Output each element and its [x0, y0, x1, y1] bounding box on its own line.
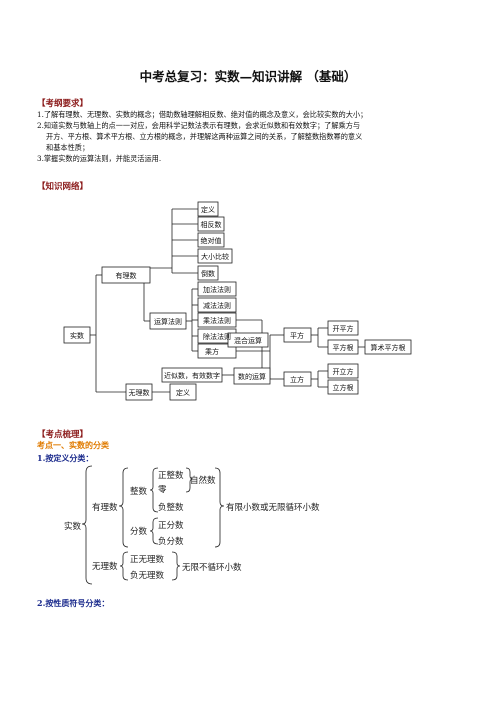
node-operation-rules-box: [149, 312, 187, 330]
requirement-line-2: 2.知道实数与数轴上的点一一对应，会用科学记数法表示有理数，会求近似数和有效数字…: [37, 121, 361, 130]
node-def: 定义: [201, 205, 215, 214]
node-sq-root-box: [327, 339, 359, 355]
node-def-box: [197, 201, 219, 217]
cls-pos-irr: 正无理数: [130, 554, 165, 565]
node-rational: 有理数: [116, 271, 137, 280]
cls-neg-int: 负整数: [158, 502, 184, 513]
requirement-line-4: 和基本性质；: [46, 143, 90, 152]
node-approx: 近似数，有效数字: [164, 371, 220, 380]
cls-nonrepeat-note: 无限不循环小数: [182, 562, 242, 573]
node-sub-box: [197, 297, 237, 313]
node-cube-root: 立方根: [333, 383, 354, 392]
cls-neg-frac: 负分数: [158, 536, 184, 547]
requirements-list: 1.了解有理数、无理数、实数的概念；借助数轴理解相反数、绝对值的概念及意义，会比…: [37, 109, 367, 164]
node-add: 加法法则: [203, 285, 231, 294]
node-operation-box: [233, 367, 271, 385]
node-approx-box: [161, 367, 223, 383]
node-square: 平方: [290, 331, 304, 340]
node-cube-root-box: [327, 379, 359, 395]
cls-pos-int: 正整数: [158, 470, 184, 481]
node-sqrt-box: [327, 320, 359, 336]
node-operation: 数的运算: [238, 372, 266, 381]
node-cbrt-box: [327, 363, 359, 379]
node-absolute: 绝对值: [201, 236, 222, 245]
node-opposite: 相反数: [201, 220, 222, 229]
node-square-box: [283, 327, 312, 343]
cls-integer: 整数: [130, 486, 148, 497]
node-power: 乘方: [205, 347, 219, 356]
node-real-box: [63, 326, 91, 344]
node-compare-box: [197, 248, 233, 264]
node-cube: 立方: [290, 375, 304, 384]
node-operation-rules: 运算法则: [154, 317, 182, 326]
node-reciprocal: 倒数: [201, 269, 215, 278]
node-sq-root: 平方根: [333, 343, 354, 352]
cls-zero: 零: [158, 485, 167, 495]
network-heading: 【知识网络】: [37, 182, 89, 192]
review-heading: 【考点梳理】: [37, 430, 89, 440]
cls-natural: 自然数: [190, 475, 216, 486]
page-title: 中考总复习：实数—知识讲解 （基础）: [139, 69, 357, 84]
node-mixed: 混合运算: [234, 336, 262, 345]
node-absolute-box: [197, 232, 225, 248]
cls-irrational: 无理数: [92, 561, 118, 572]
classification-diagram: 实数 有理数 整数 正整数 零 负整数 自然数 分数 正分数 负分数 有限小数或…: [64, 465, 320, 585]
node-mul: 乘法法则: [203, 316, 231, 325]
cls-finite-note: 有限小数或无限循环小数: [226, 502, 320, 513]
node-reciprocal-box: [197, 265, 219, 281]
node-add-box: [197, 281, 237, 297]
node-rational-box: [101, 266, 151, 284]
node-mul-box: [197, 312, 237, 328]
requirement-line-3: 开方、平方根、算术平方根、立方根的概念，并理解这两种运算之间的关系，了解整数指数…: [46, 132, 363, 141]
node-real: 实数: [70, 331, 84, 340]
point-1-heading: 考点一、实数的分类: [37, 440, 109, 450]
node-sqrt: 开平方: [333, 324, 354, 333]
cls-rational: 有理数: [92, 502, 118, 513]
requirement-line-1: 1.了解有理数、无理数、实数的概念；借助数轴理解相反数、绝对值的概念及意义，会比…: [37, 110, 368, 119]
cls-fraction: 分数: [130, 526, 148, 537]
node-arith-root-box: [364, 339, 412, 355]
node-irrational-box: [125, 383, 153, 401]
cls-neg-irr: 负无理数: [130, 570, 165, 581]
node-mixed-box: [227, 332, 269, 348]
node-div: 除法法则: [203, 332, 231, 341]
cls-real: 实数: [64, 521, 82, 532]
node-arith-root: 算术平方根: [371, 343, 406, 352]
knowledge-network-diagram: 实数 有理数 无理数 定义 定义 相反数 绝对值 大小比较 倒数 运算法则 加法…: [63, 201, 412, 401]
node-power-box: [197, 343, 237, 359]
node-sub: 减法法则: [203, 301, 231, 310]
node-opposite-box: [197, 216, 225, 232]
node-irr-definition: 定义: [176, 388, 190, 397]
node-irrational: 无理数: [129, 388, 150, 397]
requirements-heading: 【考纲要求】: [37, 99, 89, 109]
by-definition-heading: 1.按定义分类：: [37, 453, 94, 463]
node-irr-definition-box: [169, 383, 197, 401]
cls-pos-frac: 正分数: [158, 520, 184, 531]
node-compare: 大小比较: [201, 252, 229, 261]
by-sign-heading: 2.按性质符号分类：: [37, 598, 110, 608]
node-cube-box: [283, 371, 312, 387]
node-cbrt: 开立方: [333, 367, 354, 376]
requirement-line-5: 3.掌握实数的运算法则，并能灵活运用.: [37, 154, 162, 163]
